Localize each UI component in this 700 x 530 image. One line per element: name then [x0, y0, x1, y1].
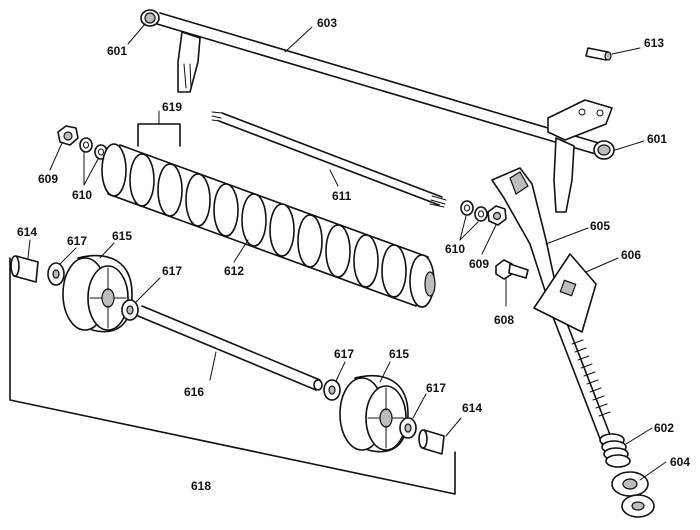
- spacer-614-left: [10, 255, 39, 283]
- callout-617-b: 617: [162, 264, 182, 278]
- shaft-603: [140, 9, 615, 213]
- callout-602: 602: [654, 421, 674, 435]
- callout-604: 604: [670, 455, 690, 469]
- callout-615-right: 615: [389, 347, 409, 361]
- callout-610-right: 610: [445, 242, 465, 256]
- callout-614-right: 614: [462, 401, 482, 415]
- wheel-615-left: [62, 254, 133, 333]
- callout-617-d: 617: [426, 381, 446, 395]
- callout-610-left: 610: [72, 188, 92, 202]
- washer-617-d: [399, 417, 417, 439]
- roller-612: [101, 143, 436, 308]
- callout-617-a: 617: [67, 234, 87, 248]
- spring-602: [599, 433, 631, 468]
- pin-613: [585, 47, 612, 61]
- rod-611: [211, 111, 447, 208]
- washer-617-b: [121, 299, 139, 321]
- callout-613: 613: [644, 36, 664, 50]
- bracket-619: [137, 123, 181, 147]
- bracket-618: [9, 257, 456, 495]
- callout-612: 612: [224, 264, 244, 278]
- callout-619: 619: [162, 100, 182, 114]
- callout-615-left: 615: [112, 229, 132, 243]
- callout-617-c: 617: [334, 347, 354, 361]
- leader-lines: [27, 23, 667, 481]
- nuts-604: [611, 471, 655, 518]
- plate-606: [533, 253, 597, 333]
- washer-617-c: [323, 379, 341, 401]
- bolt-608: [495, 259, 529, 280]
- callout-605: 605: [590, 219, 610, 233]
- washer-617-a: [47, 262, 65, 286]
- callout-608: 608: [494, 313, 514, 327]
- callout-618: 618: [191, 479, 211, 493]
- axle-616: [137, 305, 323, 391]
- callout-601-top: 601: [107, 44, 127, 58]
- callout-609-left: 609: [38, 172, 58, 186]
- callout-609-right: 609: [469, 257, 489, 271]
- nut-609-left: [57, 125, 79, 146]
- washers-610-right: [460, 200, 488, 222]
- nut-609-right: [487, 205, 507, 226]
- callout-616: 616: [184, 385, 204, 399]
- callout-606: 606: [621, 248, 641, 262]
- callout-611: 611: [332, 189, 352, 203]
- callout-labels: 601 603 613 619 601 609 610 611 612 610 …: [17, 16, 690, 493]
- wheel-615-right: [339, 374, 409, 453]
- spacer-614-right: [418, 429, 445, 455]
- callout-601-right: 601: [647, 132, 667, 146]
- arm-605: [491, 167, 559, 301]
- callout-603: 603: [317, 16, 337, 30]
- callout-614-left: 614: [17, 225, 37, 239]
